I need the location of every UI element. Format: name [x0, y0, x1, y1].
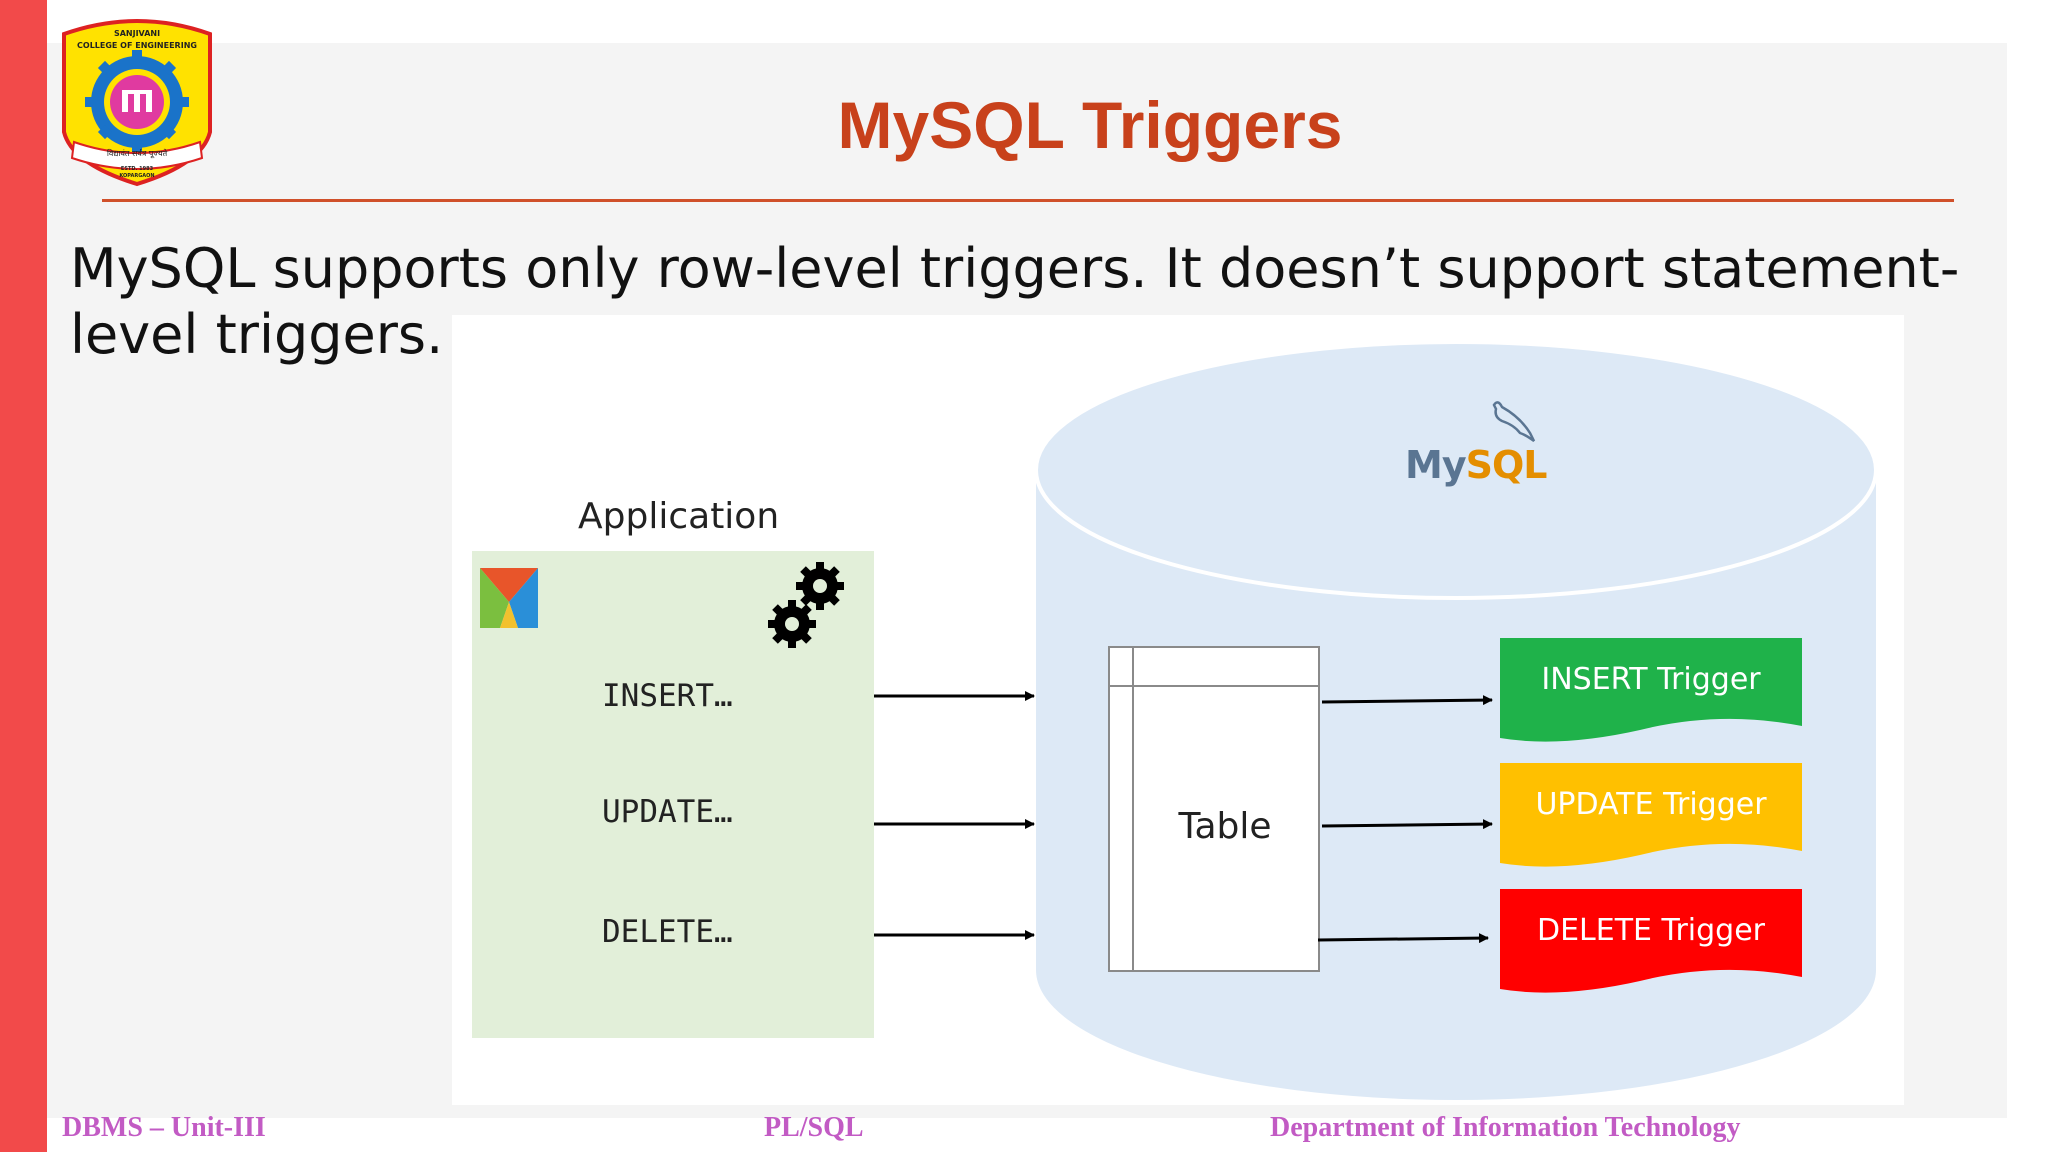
update-trigger-label: UPDATE Trigger	[1535, 787, 1767, 822]
logo-line-2: COLLEGE OF ENGINEERING	[77, 41, 197, 50]
delete-statement: DELETE…	[602, 914, 733, 950]
logo-estd: ESTD. 1983	[121, 166, 154, 172]
left-accent-bar	[0, 0, 47, 1152]
mysql-logo-sql: SQL	[1465, 443, 1548, 487]
table-shape	[1108, 646, 1320, 972]
application-label: Application	[578, 496, 780, 537]
footer-topic: PL/SQL	[764, 1112, 864, 1143]
mysql-logo-text: MySQL	[1405, 441, 1548, 489]
delete-trigger-label: DELETE Trigger	[1536, 913, 1765, 948]
table-column-line	[1132, 646, 1134, 972]
mysql-dolphin-icon	[1492, 401, 1536, 443]
gears-icon	[768, 562, 844, 648]
page-title: MySQL Triggers	[837, 88, 1343, 162]
logo-motto: विद्यावंत सर्वत्र पूज्यते	[107, 148, 168, 159]
footer-department: Department of Information Technology	[1270, 1112, 1741, 1143]
application-logo-icon	[480, 568, 538, 628]
logo-place: KOPARGAON	[119, 173, 154, 179]
college-logo-icon: SANJIVANI COLLEGE OF ENGINEERING विद्याव…	[62, 19, 212, 187]
insert-trigger: INSERT Trigger	[1500, 638, 1802, 744]
footer-course: DBMS – Unit-III	[62, 1112, 266, 1143]
insert-trigger-label: INSERT Trigger	[1541, 662, 1761, 697]
body-text: MySQL supports only row-level triggers. …	[70, 237, 1960, 366]
update-statement: UPDATE…	[602, 794, 733, 830]
mysql-logo-my: My	[1405, 443, 1467, 487]
update-trigger: UPDATE Trigger	[1500, 763, 1802, 869]
table-header-line	[1108, 685, 1320, 687]
title-divider	[102, 199, 1954, 202]
table-label: Table	[1178, 806, 1272, 847]
insert-statement: INSERT…	[602, 678, 733, 714]
logo-line-1: SANJIVANI	[114, 29, 160, 38]
delete-trigger: DELETE Trigger	[1500, 889, 1802, 995]
